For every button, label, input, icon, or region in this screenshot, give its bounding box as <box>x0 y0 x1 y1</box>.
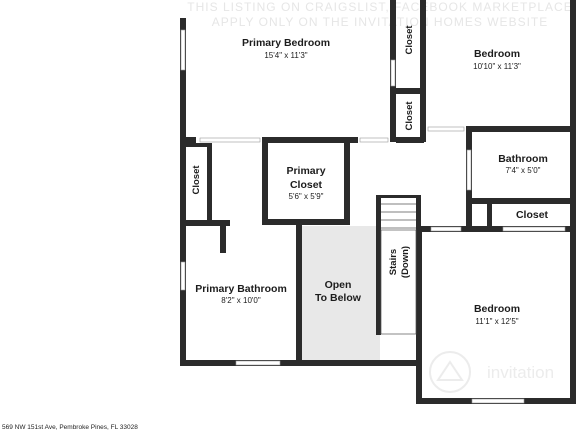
closet-mid-label: Closet <box>404 101 415 131</box>
bedroom-top-dims: 10'10" x 11'3" <box>473 62 521 71</box>
closet-top-label: Closet <box>404 25 415 55</box>
bathroom-dims: 7'4" x 5'0" <box>506 166 541 175</box>
primary-bathroom-label: Primary Bathroom <box>195 283 287 295</box>
stairs-label-line1: Stairs <box>388 249 399 275</box>
bedroom-bottom-dims: 11'1" x 12'5" <box>475 317 518 326</box>
stair-treads <box>381 203 416 229</box>
openings <box>180 29 566 404</box>
closet-right-label: Closet <box>516 209 549 221</box>
open-to-below-label-line2: To Below <box>315 292 362 304</box>
closet-left-label: Closet <box>191 165 202 195</box>
bedroom-bottom-label: Bedroom <box>474 303 520 315</box>
property-address: 569 NW 151st Ave, Pembroke Pines, FL 330… <box>2 424 138 431</box>
walls <box>180 0 576 404</box>
open-to-below-area <box>300 226 380 362</box>
stairs-label-line2: (Down) <box>400 246 411 278</box>
watermark-line-1: THIS LISTING ON CRAIGSLIST, FACEBOOK MAR… <box>187 0 572 14</box>
bathroom-label: Bathroom <box>498 153 548 165</box>
primary-bedroom-dims: 15'4" x 11'3" <box>264 51 307 60</box>
open-to-below-label-line1: Open <box>325 279 352 291</box>
bedroom-top-label: Bedroom <box>474 48 520 60</box>
brand-logo-icon <box>429 351 471 393</box>
primary-bathroom-dims: 8'2" x 10'0" <box>221 296 261 305</box>
primary-closet-dims: 5'6" x 5'9" <box>289 192 324 201</box>
primary-bedroom-label: Primary Bedroom <box>242 37 330 49</box>
stairs-outline <box>380 229 417 335</box>
primary-closet-label-line2: Closet <box>290 179 323 191</box>
watermark-line-2: APPLY ONLY ON THE INVITATION HOMES WEBSI… <box>212 15 549 29</box>
primary-closet-label-line1: Primary <box>286 165 325 177</box>
brand-watermark-text: invitation <box>487 363 554 382</box>
